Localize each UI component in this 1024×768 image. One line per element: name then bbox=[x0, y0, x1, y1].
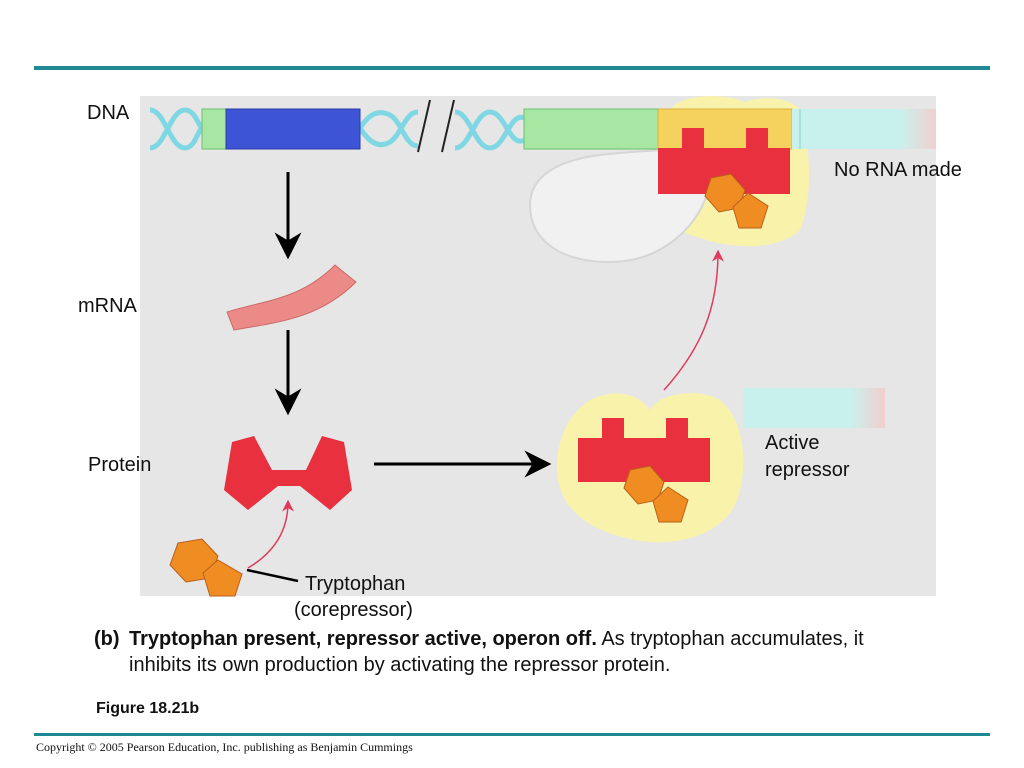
label-tryptophan-line1: Tryptophan bbox=[305, 573, 406, 595]
caption-bold: Tryptophan present, repressor active, op… bbox=[129, 628, 597, 650]
label-mrna: mRNA bbox=[78, 295, 137, 317]
bottom-rule bbox=[34, 733, 990, 736]
repressor-active bbox=[578, 418, 710, 482]
figure-caption: (b) Tryptophan present, repressor active… bbox=[94, 626, 924, 678]
red-arrow-binding bbox=[247, 499, 294, 569]
mrna-strand bbox=[226, 264, 357, 331]
figure-label: Figure 18.21b bbox=[96, 700, 200, 717]
diagram-panel bbox=[140, 96, 936, 596]
copyright-text: Copyright © 2005 Pearson Education, Inc.… bbox=[36, 740, 413, 754]
label-active-line1: Active bbox=[765, 432, 820, 454]
tryptophan-pointer-line bbox=[246, 568, 299, 583]
red-arrow-to-operator bbox=[663, 249, 724, 391]
label-tryptophan-line2: (corepressor) bbox=[294, 599, 413, 621]
tryptophan-bound-pentagon bbox=[732, 192, 769, 229]
dna-break-marks bbox=[417, 99, 455, 153]
dna-helix-middle bbox=[357, 109, 526, 151]
tryptophan-free-pentagon bbox=[202, 559, 243, 597]
label-dna: DNA bbox=[87, 102, 130, 124]
caption-prefix: (b) bbox=[94, 628, 120, 650]
caption-rest: As tryptophan accumulates, it inhibits i… bbox=[129, 628, 864, 676]
dna-helix-left bbox=[149, 107, 204, 151]
label-no-rna-made: No RNA made bbox=[834, 159, 962, 181]
label-protein: Protein bbox=[88, 454, 152, 476]
dna-trpR-gene bbox=[225, 108, 361, 150]
top-rule bbox=[34, 66, 990, 70]
repressor-bound bbox=[658, 128, 790, 194]
dna-fragment-cyan bbox=[743, 388, 885, 428]
label-active-line2: repressor bbox=[765, 459, 850, 481]
dna-promoter-left bbox=[201, 108, 227, 150]
dna-promoter-right bbox=[523, 108, 659, 150]
repressor-inactive bbox=[224, 436, 352, 510]
dna-trp-genes bbox=[792, 109, 936, 149]
tryptophan-active-pentagon bbox=[652, 486, 689, 523]
dna-operator bbox=[657, 108, 793, 150]
